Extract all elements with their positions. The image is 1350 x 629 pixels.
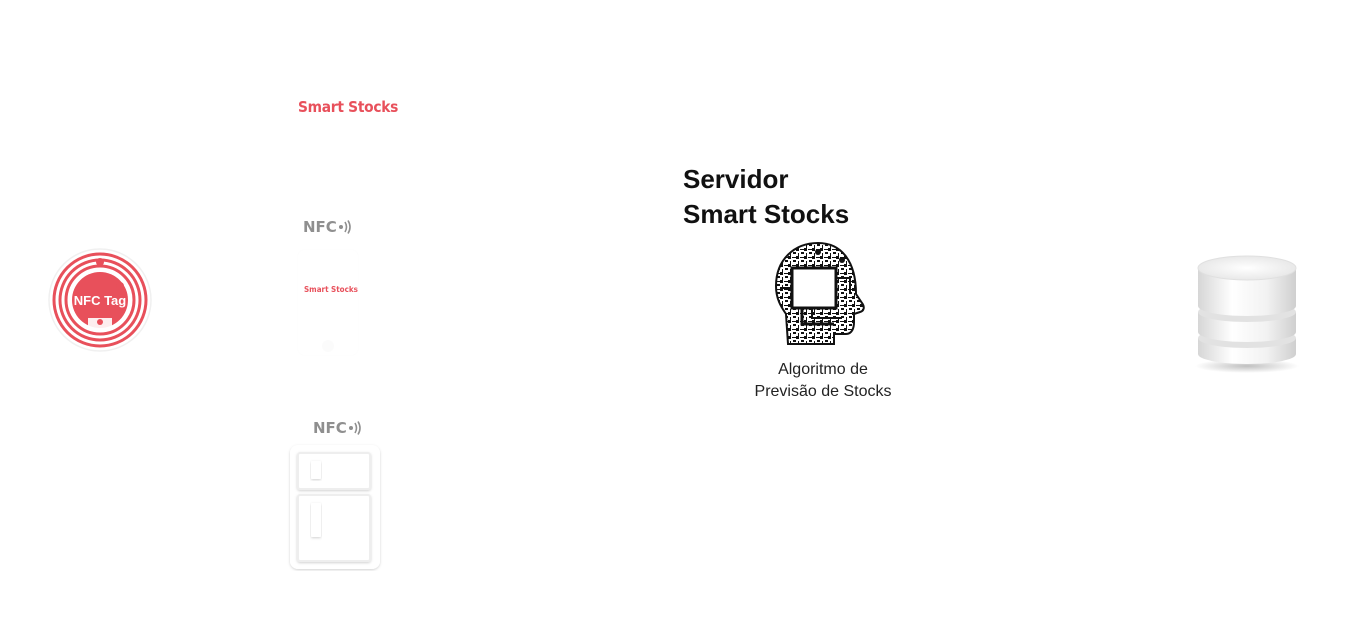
fridge-icon [287,443,383,571]
smartphone-icon [298,250,358,355]
phone-home-button [322,340,334,352]
nfc-tag-icon: NFC Tag [48,248,152,352]
algorithm-line2: Previsão de Stocks [754,383,892,400]
server-title: Servidor Smart Stocks [683,162,849,232]
nfc-waves-icon [338,220,351,234]
database-icon [1192,250,1302,375]
nfc-tag-label: NFC Tag [74,293,127,308]
fridge-nfc-logo-text: NFC [313,419,347,437]
nfc-waves-icon [348,421,361,435]
fridge-nfc-logo: NFC [313,419,364,437]
nfc-logo: NFC [303,218,354,236]
nfc-logo-text: NFC [303,218,337,236]
server-title-line1: Servidor [683,164,789,194]
app-brand-logo: Smart Stocks [298,98,399,116]
phone-screen-brand: Smart Stocks [304,285,358,294]
server-title-line2: Smart Stocks [683,199,850,229]
circuit-head-icon [772,240,872,348]
algorithm-caption: Algoritmo de Previsão de Stocks [723,359,923,403]
algorithm-line1: Algoritmo de [778,361,868,378]
